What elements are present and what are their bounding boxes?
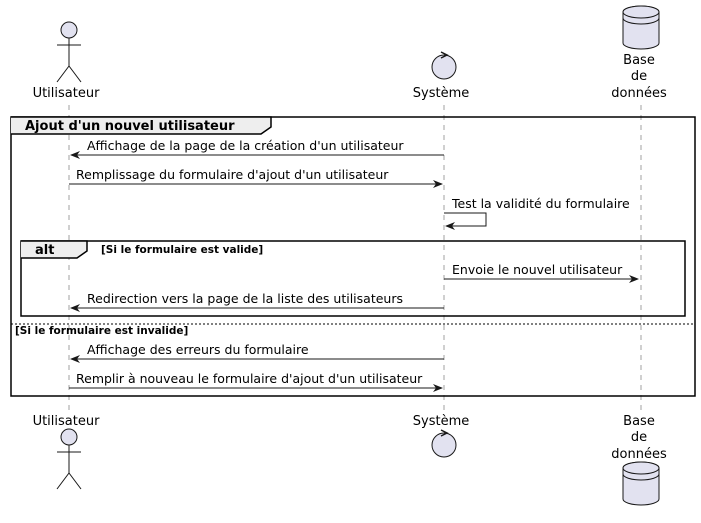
- participant-system-label-bottom: Système: [413, 414, 469, 429]
- alt-guard-valid: [Si le formulaire est valide]: [101, 244, 263, 256]
- database-db-top: [622, 5, 660, 50]
- participant-db-label-bottom-1: Base: [623, 414, 655, 429]
- message-1-label: Affichage de la page de la création d'un…: [87, 138, 404, 153]
- message-6-arrowhead: [70, 355, 80, 363]
- participant-db-label-top-1: Base: [623, 53, 655, 68]
- participant-user-label-top: Utilisateur: [33, 86, 101, 101]
- alt-tab: [21, 240, 88, 259]
- participant-db-label-bottom-2: de: [631, 430, 647, 445]
- message-3-arrow: [444, 212, 487, 227]
- alt-keyword: alt: [35, 243, 54, 258]
- participant-user-label-bottom: Utilisateur: [33, 414, 101, 429]
- message-5-arrowhead: [70, 304, 80, 312]
- message-6-label: Affichage des erreurs du formulaire: [87, 342, 309, 357]
- control-system-top: [431, 51, 457, 80]
- alt-guard-invalid: [Si le formulaire est invalide]: [15, 325, 188, 337]
- actor-user-bottom: [56, 428, 82, 490]
- group-title: Ajout d'un nouvel utilisateur: [25, 119, 235, 134]
- message-2-label: Remplissage du formulaire d'ajout d'un u…: [76, 167, 389, 182]
- participant-db-label-top-2: de: [631, 69, 647, 84]
- message-7-arrowhead: [433, 384, 443, 392]
- message-7-label: Remplir à nouveau le formulaire d'ajout …: [76, 371, 423, 386]
- message-4-label: Envoie le nouvel utilisateur: [452, 262, 623, 277]
- message-4-arrowhead: [629, 275, 639, 283]
- control-system-bottom: [431, 429, 457, 458]
- participant-db-label-top-3: données: [611, 86, 667, 101]
- database-db-bottom: [622, 461, 660, 506]
- message-5-label: Redirection vers la page de la liste des…: [87, 291, 403, 306]
- message-1-arrowhead: [70, 151, 80, 159]
- message-3-label: Test la validité du formulaire: [451, 196, 630, 211]
- message-2-arrowhead: [433, 180, 443, 188]
- message-3-arrowhead: [445, 222, 455, 230]
- participant-system-label-top: Système: [413, 86, 469, 101]
- participant-db-label-bottom-3: données: [611, 447, 667, 462]
- group-frame: [10, 116, 696, 397]
- alt-frame: [20, 240, 686, 317]
- group-title-tab: [11, 116, 272, 135]
- actor-user-top: [56, 21, 82, 83]
